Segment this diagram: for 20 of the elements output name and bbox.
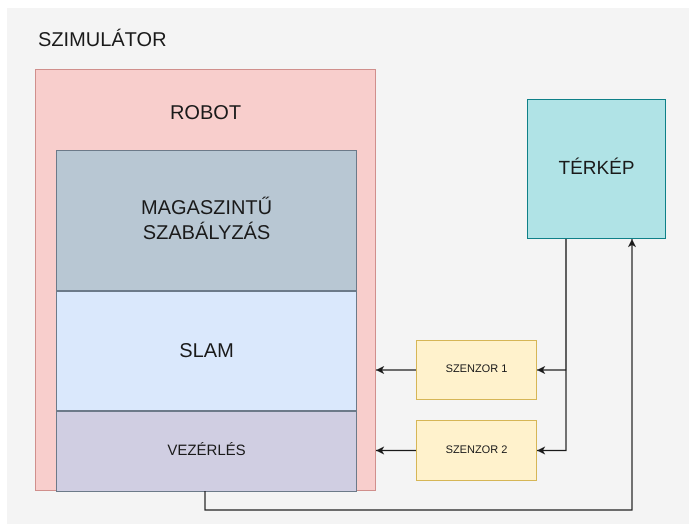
robot-box [35, 69, 376, 491]
sensor-box [416, 420, 537, 481]
layer-box [56, 411, 357, 492]
simulator-area [7, 8, 689, 524]
layer-box [56, 291, 357, 411]
map-box [527, 99, 666, 239]
arrow [376, 366, 416, 374]
arrow [204, 239, 636, 511]
node-label: TÉRKÉP [558, 157, 635, 181]
node-label: MAGASZINTŰ SZABÁLYZÁS [140, 196, 274, 246]
node-label: SZIMULÁTOR [38, 28, 167, 53]
node-label: SZENZOR 2 [446, 444, 508, 458]
arrow [537, 239, 567, 455]
node-label: SZENZOR 1 [446, 363, 508, 377]
node-label: SLAM [179, 338, 234, 364]
layer-box [56, 150, 357, 291]
node-label: VEZÉRLÉS [167, 442, 246, 461]
node-label: ROBOT [170, 101, 242, 126]
arrow [376, 446, 416, 455]
sensor-box [416, 340, 537, 400]
